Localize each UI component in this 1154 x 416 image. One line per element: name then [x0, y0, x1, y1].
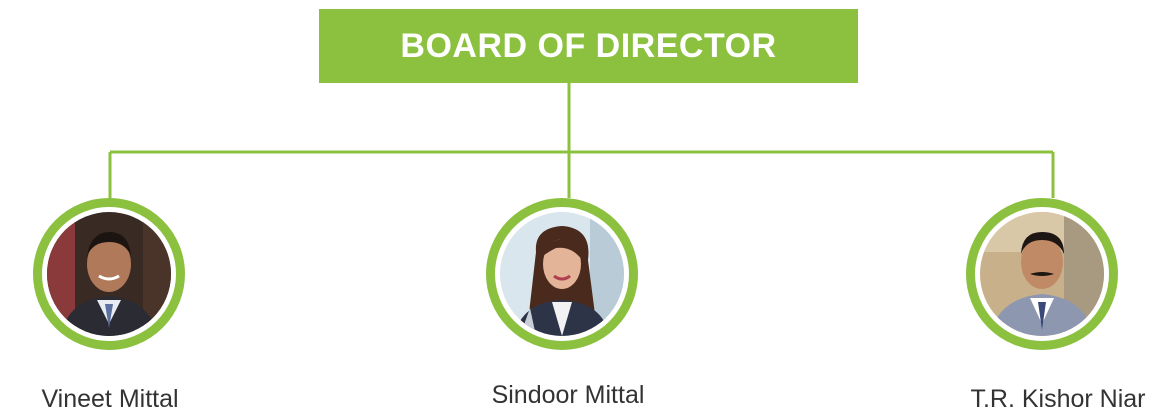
director-name-3: T.R. Kishor Niar: [970, 385, 1146, 413]
director-name-1: Vineet Mittal: [41, 385, 179, 413]
director-avatar-2: [486, 198, 638, 350]
person-photo-icon: [980, 212, 1104, 336]
director-avatar-1: [33, 198, 185, 350]
director-name-2: Sindoor Mittal: [491, 381, 645, 409]
board-title-box: BOARD OF DIRECTOR: [319, 9, 858, 83]
person-photo-icon: [500, 212, 624, 336]
board-title: BOARD OF DIRECTOR: [400, 26, 777, 65]
person-photo-icon: [47, 212, 171, 336]
director-avatar-3: [966, 198, 1118, 350]
